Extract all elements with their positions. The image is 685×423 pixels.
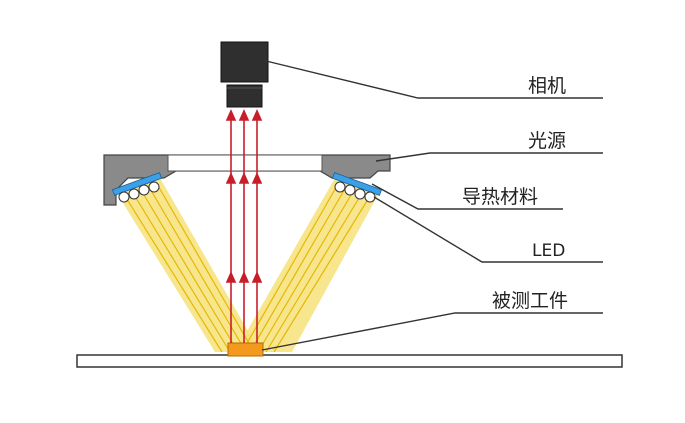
right-light-beam	[235, 178, 378, 352]
left-led-row	[118, 181, 160, 203]
workpiece-label: 被测工件	[492, 290, 568, 312]
left-led	[138, 184, 150, 196]
right-thermal-material	[331, 172, 383, 196]
ray-arrow-icon	[225, 172, 237, 184]
ray-arrow-icon	[251, 271, 263, 283]
right-led	[344, 184, 356, 196]
workpiece-leader-line	[261, 312, 603, 351]
left-led	[128, 188, 140, 200]
left-thermal-material	[111, 172, 163, 196]
right-led-row	[334, 181, 376, 203]
base-plate	[76, 354, 623, 368]
right-light-rays	[241, 183, 371, 353]
right-led	[334, 181, 346, 193]
light-source-leader-line	[375, 152, 603, 162]
right-led	[354, 188, 366, 200]
camera-label: 相机	[528, 75, 566, 97]
light-source-housing	[103, 154, 391, 206]
leader-lines	[261, 59, 603, 351]
light-source-window	[167, 154, 323, 172]
light-source-label: 光源	[528, 130, 566, 152]
ray-arrow-icon	[251, 172, 263, 184]
camera	[220, 41, 269, 108]
ray-arrow-icon	[225, 109, 237, 121]
left-light-rays	[124, 183, 255, 353]
workpiece	[227, 342, 264, 357]
light-beams	[118, 178, 378, 353]
thermal-material-leader-line	[371, 183, 563, 210]
led-label: LED	[532, 241, 565, 261]
left-led	[118, 191, 130, 203]
ray-arrow-icon	[238, 271, 250, 283]
ray-arrow-icon	[225, 271, 237, 283]
camera-leader-line	[261, 59, 603, 99]
camera-body	[220, 41, 269, 83]
optical-rays	[225, 109, 263, 343]
left-light-beam	[118, 178, 260, 352]
ray-arrow-icon	[251, 109, 263, 121]
ray-arrow-icon	[238, 172, 250, 184]
ray-arrow-icon	[238, 109, 250, 121]
camera-lens	[226, 84, 263, 108]
thermal-material-label: 导热材料	[462, 186, 538, 208]
left-led	[148, 181, 160, 193]
right-led	[364, 191, 376, 203]
led-leader-line	[373, 196, 603, 263]
